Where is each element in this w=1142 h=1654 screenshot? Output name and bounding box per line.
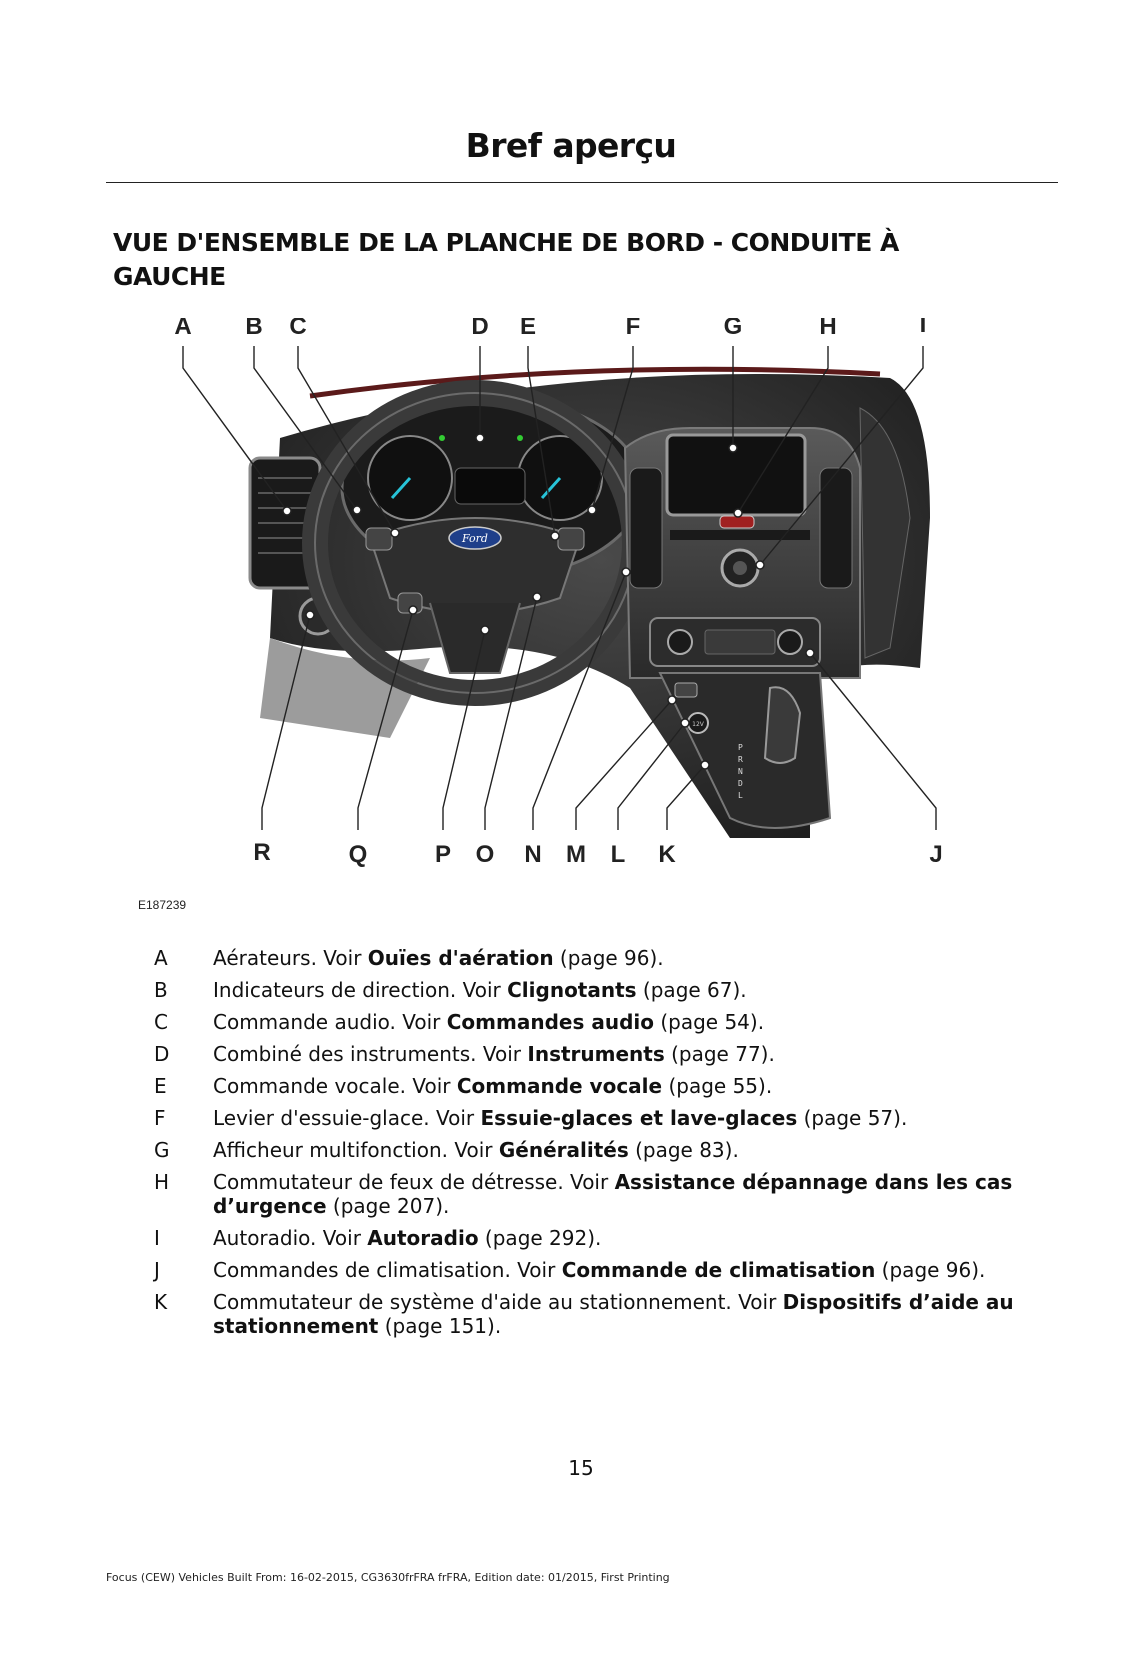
header-rule	[106, 182, 1058, 183]
callout-r: R	[253, 839, 270, 866]
legend-ref-link[interactable]: Essuie-glaces et lave-glaces	[480, 1106, 798, 1130]
legend-desc: Autoradio. Voir Autoradio (page 292).	[213, 1226, 602, 1250]
callout-o: O	[476, 841, 495, 868]
legend-item: I Autoradio. Voir Autoradio (page 292).	[140, 1226, 1060, 1250]
cluster-display	[454, 467, 526, 505]
ford-logo-text: Ford	[461, 532, 488, 545]
gear-l: L	[738, 791, 743, 800]
legend-desc: Aérateurs. Voir Ouïes d'aération (page 9…	[213, 946, 664, 970]
legend-letter: C	[154, 1010, 168, 1034]
ford-logo	[448, 526, 502, 550]
legend-letter: G	[154, 1138, 170, 1162]
legend-desc: Commandes de climatisation. Voir Command…	[213, 1258, 986, 1282]
callout-m: M	[566, 841, 586, 868]
legend-item: J Commandes de climatisation. Voir Comma…	[140, 1258, 1060, 1282]
legend-ref-link[interactable]: Instruments	[527, 1042, 665, 1066]
callout-c: C	[289, 318, 306, 340]
callout-f: F	[626, 318, 641, 340]
legend-list: A Aérateurs. Voir Ouïes d'aération (page…	[140, 946, 1060, 1346]
dash-top-trim	[309, 366, 881, 399]
voice-buttons-right	[557, 527, 585, 551]
gear-d: D	[738, 779, 743, 788]
callout-a: A	[174, 318, 191, 340]
climate-knob-left	[667, 629, 693, 655]
legend-letter: B	[154, 978, 168, 1002]
legend-letter: E	[154, 1074, 167, 1098]
gear-p: P	[738, 743, 743, 752]
legend-ref-link[interactable]: Commandes audio	[446, 1010, 654, 1034]
legend-item: E Commande vocale. Voir Commande vocale …	[140, 1074, 1060, 1098]
legend-item: C Commande audio. Voir Commandes audio (…	[140, 1010, 1060, 1034]
callout-n: N	[524, 841, 541, 868]
callout-i: I	[920, 318, 927, 338]
callout-l: L	[611, 841, 626, 868]
legend-desc: Commutateur de système d'aide au station…	[213, 1290, 1014, 1338]
legend-desc: Commande audio. Voir Commandes audio (pa…	[213, 1010, 765, 1034]
legend-item: K Commutateur de système d'aide au stati…	[140, 1290, 1060, 1338]
legend-item: A Aérateurs. Voir Ouïes d'aération (page…	[140, 946, 1060, 970]
park-assist-switch	[674, 682, 698, 698]
dashboard-illustration: Ford 12V P R N D L	[130, 318, 1010, 916]
audio-buttons-left	[365, 527, 393, 551]
legend-item: B Indicateurs de direction. Voir Clignot…	[140, 978, 1060, 1002]
page-number: 15	[568, 1456, 594, 1480]
legend-ref-link[interactable]: Ouïes d'aération	[367, 946, 554, 970]
legend-ref-link[interactable]: Dispositifs d’aide au stationnement	[213, 1290, 1014, 1338]
legend-ref-link[interactable]: Clignotants	[507, 978, 637, 1002]
legend-ref-link[interactable]: Autoradio	[367, 1226, 479, 1250]
legend-item: D Combiné des instruments. Voir Instrume…	[140, 1042, 1060, 1066]
callout-g: G	[724, 318, 743, 340]
gear-r: R	[738, 755, 743, 764]
hazard-button	[719, 515, 755, 529]
legend-desc: Commutateur de feux de détresse. Voir As…	[213, 1170, 1013, 1218]
centre-vent-right	[819, 467, 853, 589]
climate-knob-right	[777, 629, 803, 655]
legend-letter: A	[154, 946, 168, 970]
legend-ref-link[interactable]: Généralités	[498, 1138, 629, 1162]
legend-item: H Commutateur de feux de détresse. Voir …	[140, 1170, 1060, 1218]
legend-letter: J	[154, 1258, 160, 1282]
legend-desc: Indicateurs de direction. Voir Clignotan…	[213, 978, 747, 1002]
callout-e: E	[520, 318, 536, 340]
callout-d: D	[471, 318, 488, 340]
legend-desc: Levier d'essuie-glace. Voir Essuie-glace…	[213, 1106, 908, 1130]
page-title: Bref aperçu	[465, 126, 677, 165]
callout-q: Q	[349, 841, 368, 868]
legend-letter: F	[154, 1106, 166, 1130]
callout-h: H	[819, 318, 836, 340]
legend-ref-link[interactable]: Commande de climatisation	[561, 1258, 876, 1282]
figure-id: E187239	[138, 898, 187, 912]
gear-n: N	[738, 767, 743, 776]
legend-letter: I	[154, 1226, 160, 1250]
legend-ref-link[interactable]: Commande vocale	[456, 1074, 663, 1098]
legend-item: G Afficheur multifonction. Voir Générali…	[140, 1138, 1060, 1162]
legend-letter: K	[154, 1290, 168, 1314]
callout-p: P	[435, 841, 451, 868]
legend-ref-link[interactable]: Assistance dépannage dans les cas d’urge…	[213, 1170, 1013, 1218]
socket-label: 12V	[692, 721, 705, 728]
callout-b: B	[245, 318, 262, 340]
gear-lever	[763, 686, 802, 764]
section-title: VUE D'ENSEMBLE DE LA PLANCHE DE BORD - C…	[113, 228, 899, 291]
legend-desc: Afficheur multifonction. Voir Généralité…	[213, 1138, 739, 1162]
legend-item: F Levier d'essuie-glace. Voir Essuie-gla…	[140, 1106, 1060, 1130]
legend-letter: H	[154, 1170, 170, 1194]
callout-k: K	[658, 841, 676, 868]
legend-desc: Commande vocale. Voir Commande vocale (p…	[213, 1074, 773, 1098]
footer-text: Focus (CEW) Vehicles Built From: 16-02-2…	[106, 1571, 670, 1584]
legend-letter: D	[154, 1042, 170, 1066]
callout-j: J	[929, 841, 942, 868]
centre-vent-left	[629, 467, 663, 589]
legend-desc: Combiné des instruments. Voir Instrument…	[213, 1042, 775, 1066]
